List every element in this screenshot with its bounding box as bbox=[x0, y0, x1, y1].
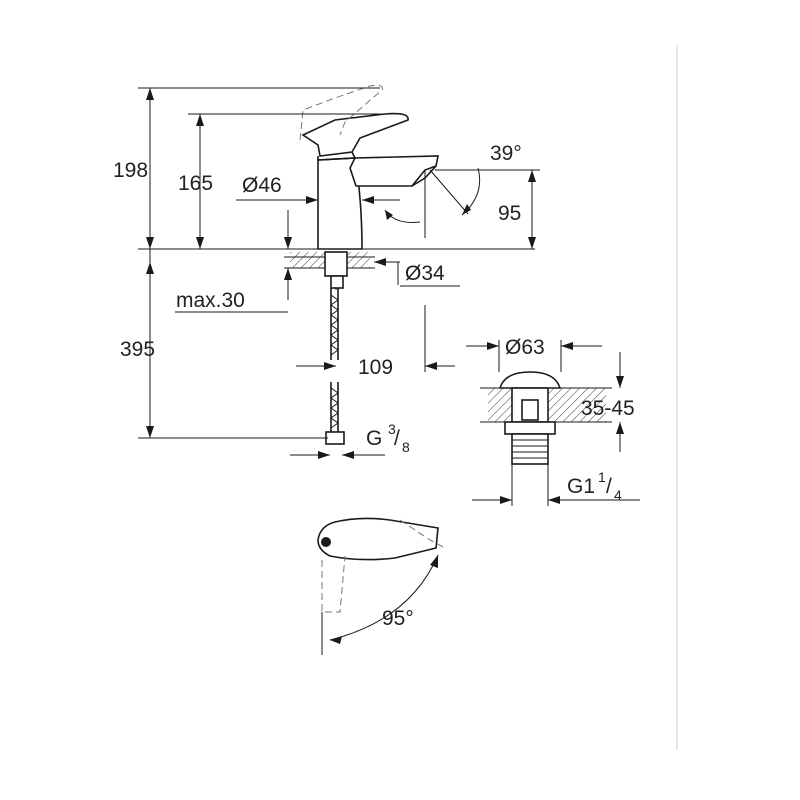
waste-thread bbox=[511, 433, 549, 465]
dim-connection-num: 3 bbox=[388, 421, 396, 437]
dim-total-height: 198 bbox=[113, 159, 148, 182]
lever-raised-outline bbox=[299, 85, 383, 141]
waste-cap bbox=[498, 371, 562, 389]
dim-waste-thread-base: G1 bbox=[567, 475, 595, 498]
dim-lever-rotation: 95° bbox=[382, 607, 414, 630]
lever-top-rotated-dashed-2 bbox=[399, 519, 446, 549]
spout-rotation-arrow bbox=[385, 210, 393, 220]
lever-top-outline bbox=[317, 517, 439, 561]
dim-max-thickness: max.30 bbox=[176, 289, 245, 312]
faucet-spout bbox=[349, 155, 439, 187]
waste-nut bbox=[504, 421, 556, 435]
supply-hose-braid bbox=[330, 294, 339, 356]
waste-slot bbox=[521, 399, 539, 421]
lever-top-rotated-dashed bbox=[321, 555, 346, 613]
hose-fitting bbox=[330, 275, 344, 289]
dim-hole-diameter: Ø34 bbox=[405, 262, 445, 285]
waste-fitting bbox=[466, 340, 640, 506]
dim-waste-thickness: 35-45 bbox=[581, 397, 635, 420]
dim-spout-angle: 39° bbox=[490, 142, 522, 165]
lever-cap bbox=[317, 151, 357, 161]
angle-arc bbox=[461, 167, 481, 216]
dim-waste-thread-num: 1 bbox=[598, 469, 606, 485]
dim-waste-thread-den: 4 bbox=[614, 487, 622, 503]
dim-spout-reach: 109 bbox=[358, 356, 393, 379]
dim-connection-den: 8 bbox=[402, 439, 410, 455]
rotation-arc bbox=[329, 554, 439, 641]
faucet-front-view bbox=[138, 85, 540, 445]
lever-top-dot bbox=[321, 537, 331, 547]
dim-body-diameter: Ø46 bbox=[242, 174, 282, 197]
dim-hose-length: 395 bbox=[120, 338, 155, 361]
dim-lever-height: 165 bbox=[178, 172, 213, 195]
angle-ray bbox=[429, 169, 469, 215]
dim-connection-slash: / bbox=[394, 427, 400, 450]
mounting-nut bbox=[324, 251, 348, 277]
lever-top-view bbox=[317, 517, 446, 655]
dim-waste-diameter: Ø63 bbox=[505, 336, 545, 359]
dim-connection-base: G bbox=[366, 427, 382, 450]
supply-hose-lower-braid bbox=[330, 387, 339, 429]
faucet-lever bbox=[301, 112, 409, 157]
hose-connector bbox=[325, 431, 345, 445]
dimension-lines bbox=[138, 87, 536, 459]
angle-arrow bbox=[462, 204, 471, 215]
dim-spout-height: 95 bbox=[498, 202, 521, 225]
dim-waste-thread-slash: / bbox=[606, 475, 612, 498]
